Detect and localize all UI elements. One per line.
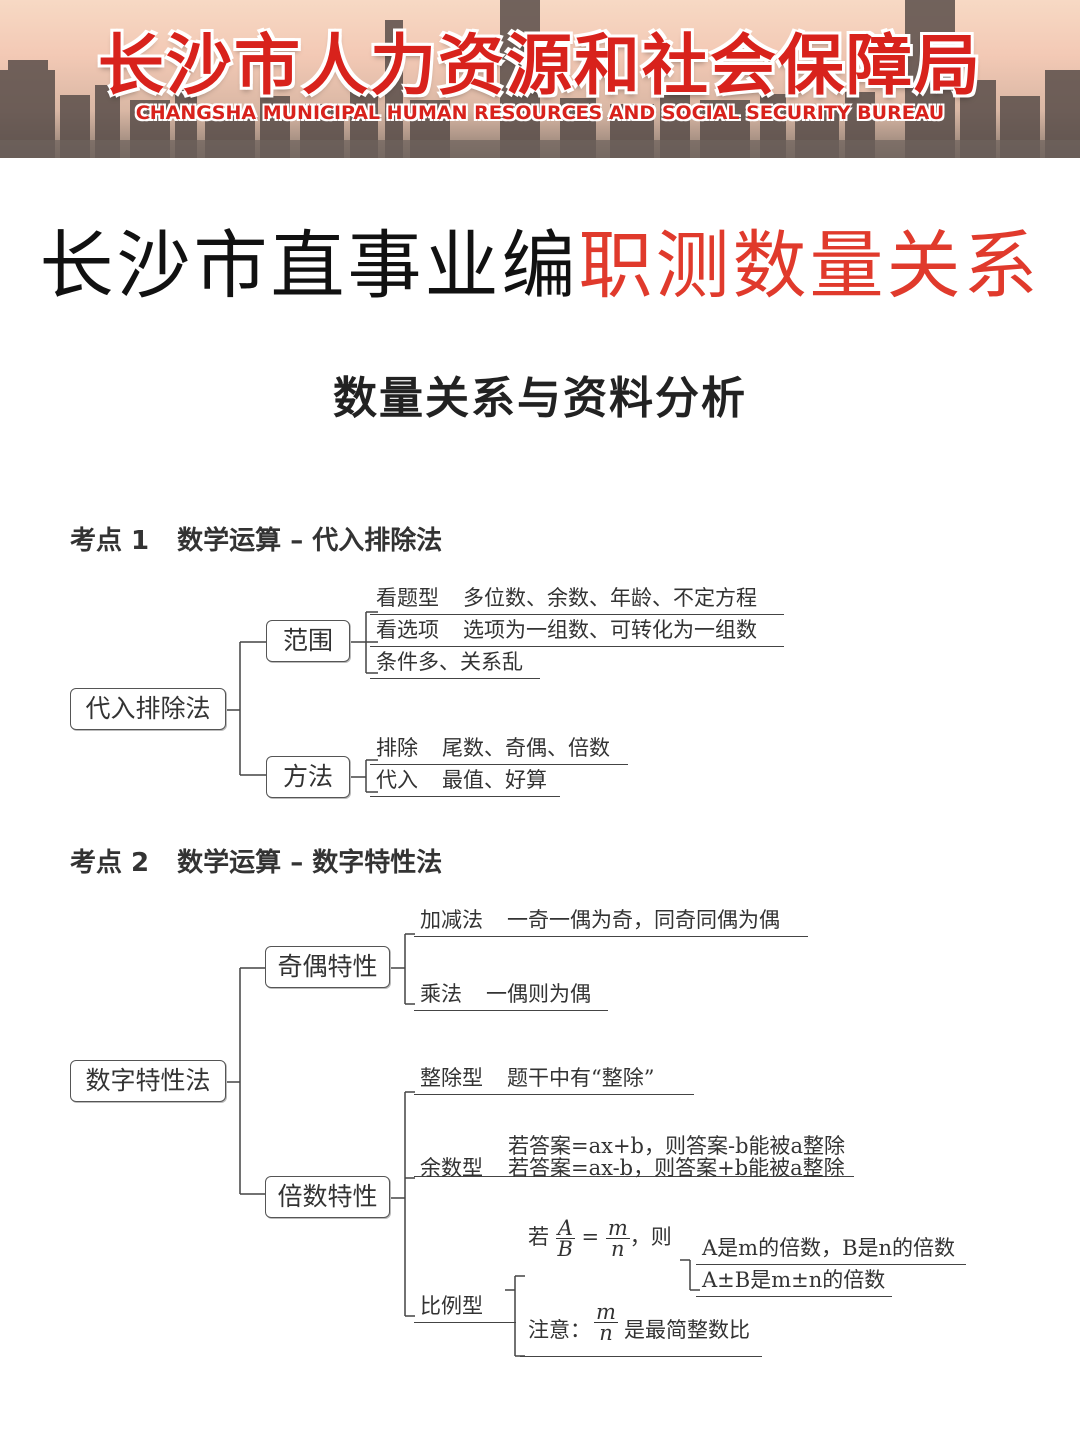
headline-part1: 长沙市直事业编 <box>39 223 579 309</box>
section1-number: 考点 1 <box>70 526 150 556</box>
header-banner: 长沙市人力资源和社会保障局 CHANGSHA MUNICIPAL HUMAN R… <box>0 0 1080 158</box>
leaf-value: 尾数、奇偶、倍数 <box>442 736 610 760</box>
leaf-value: 选项为一组数、可转化为一组数 <box>463 618 757 642</box>
leaf-substitute: 代入最值、好算 <box>370 764 560 797</box>
section2-heading: 考点 2 数学运算 – 数字特性法 <box>70 842 442 879</box>
leaf-key: 代入 <box>376 768 418 792</box>
node-multiple: 倍数特性 <box>265 1176 390 1218</box>
leaf-value: 题干中有“整除” <box>507 1066 655 1090</box>
leaf-key: 整除型 <box>420 1066 483 1090</box>
banner-subtitle: CHANGSHA MUNICIPAL HUMAN RESOURCES AND S… <box>135 102 945 124</box>
leaf-key: 排除 <box>376 736 418 760</box>
leaf-exclude: 排除尾数、奇偶、倍数 <box>370 732 628 765</box>
leaf-multiply: 乘法一偶则为偶 <box>414 978 608 1011</box>
leaf-key: 看选项 <box>376 618 439 642</box>
leaf-options: 看选项选项为一组数、可转化为一组数 <box>370 614 784 647</box>
ratio-result-1: A是m的倍数，B是n的倍数 <box>696 1232 966 1265</box>
headline-part2: 职测数量关系 <box>578 223 1041 309</box>
numerator: A <box>555 1216 575 1240</box>
denominator: n <box>611 1237 625 1261</box>
node-parity: 奇偶特性 <box>265 946 390 988</box>
leaf-question-type: 看题型多位数、余数、年龄、不定方程 <box>370 582 784 615</box>
if-word: 若 <box>528 1225 549 1249</box>
leaf-remainder: 余数型 若答案=ax+b，则答案-b能被a整除 若答案=ax-b，则答案+b能被… <box>414 1130 854 1180</box>
section2-number: 考点 2 <box>70 848 150 878</box>
leaf-value: 一偶则为偶 <box>486 982 591 1006</box>
leaf-conditions: 条件多、关系乱 <box>370 646 540 679</box>
section2-title: 数学运算 – 数字特性法 <box>177 848 443 878</box>
leaf-ratio: 比例型 <box>414 1290 516 1323</box>
leaf-value: 最值、好算 <box>442 768 547 792</box>
banner-title: 长沙市人力资源和社会保障局 <box>98 27 982 104</box>
numerator: m <box>594 1300 618 1324</box>
leaf-key: 乘法 <box>420 982 462 1006</box>
mindmap-root-digit-property: 数字特性法 <box>70 1060 226 1102</box>
node-scope: 范围 <box>266 620 350 662</box>
leaf-divisible: 整除型题干中有“整除” <box>414 1062 694 1095</box>
node-method: 方法 <box>266 756 350 798</box>
ratio-result-2: A±B是m±n的倍数 <box>696 1264 892 1297</box>
leaf-value: 多位数、余数、年龄、不定方程 <box>463 586 757 610</box>
section1-title: 数学运算 – 代入排除法 <box>177 526 443 556</box>
leaf-key: 条件多、关系乱 <box>376 650 523 674</box>
numerator: m <box>605 1216 630 1240</box>
leaf-key: 看题型 <box>376 586 439 610</box>
equals-sign: = <box>581 1225 600 1249</box>
leaf-value: 一奇一偶为奇，同奇同偶为偶 <box>507 908 780 932</box>
leaf-add-subtract: 加减法一奇一偶为奇，同奇同偶为偶 <box>414 904 808 937</box>
leaf-key: 加减法 <box>420 908 483 932</box>
note-prefix: 注意： <box>528 1318 591 1342</box>
remainder-rule-2: 若答案=ax-b，则答案+b能被a整除 <box>508 1156 845 1180</box>
document-title: 数量关系与资料分析 <box>333 373 747 424</box>
denominator: n <box>599 1321 613 1345</box>
leaf-key: 余数型 <box>420 1156 483 1180</box>
city-skyline-image <box>0 0 1080 158</box>
remainder-rule-1: 若答案=ax+b，则答案-b能被a整除 <box>508 1134 846 1158</box>
note-suffix: 是最简整数比 <box>624 1318 750 1342</box>
headline: 长沙市直事业编职测数量关系 <box>0 206 1080 313</box>
mindmap-root-substitution: 代入排除法 <box>70 688 226 730</box>
then-word: ，则 <box>629 1225 672 1249</box>
denominator: B <box>557 1237 573 1261</box>
section1-heading: 考点 1 数学运算 – 代入排除法 <box>70 520 442 557</box>
leaf-key: 比例型 <box>420 1294 483 1318</box>
